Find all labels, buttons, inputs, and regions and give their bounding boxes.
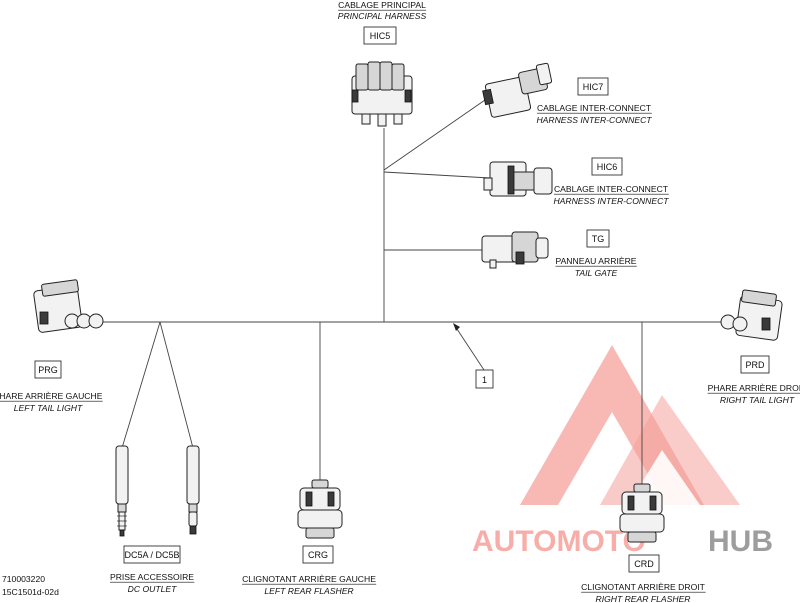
prg-code: PRG (38, 365, 58, 375)
watermark: AUTOMOTO HUB (472, 345, 773, 558)
hic5-label-en: PRINCIPAL HARNESS (338, 11, 427, 21)
dc5-code: DC5A / DC5B (124, 550, 179, 560)
hic6-plug-icon (483, 161, 553, 197)
callout-1: 1 (475, 369, 494, 389)
tg-label-fr: PANNEAU ARRIÈRE (555, 256, 636, 266)
connector-prd: PRD PHARE ARRIÈRE DROIT RIGHT TAIL LIGHT (707, 289, 800, 405)
prd-label-en: RIGHT TAIL LIGHT (720, 395, 795, 405)
tg-label-en: TAIL GATE (575, 268, 618, 278)
harness-wires (100, 99, 722, 485)
hic7-label-en: HARNESS INTER-CONNECT (536, 115, 652, 125)
crd-label-fr: CLIGNOTANT ARRIÈRE DROIT (581, 582, 706, 592)
hic6-code-box (591, 157, 623, 176)
prg-label-fr: PHARE ARRIÈRE GAUCHE (0, 391, 103, 401)
hic6-code: HIC6 (597, 162, 618, 172)
dc5a-terminal-icon (115, 445, 129, 537)
watermark-text-hub: HUB (708, 525, 773, 558)
tg-plug-icon (481, 231, 549, 269)
hic5-label-fr: CABLAGE PRINCIPAL (338, 0, 426, 10)
hic7-label-fr: CABLAGE INTER-CONNECT (537, 103, 652, 113)
branch-wire-hic7 (383, 99, 486, 171)
hic5-code-box (363, 26, 397, 45)
connector-hic6: HIC6 CABLAGE INTER-CONNECT HARNESS INTER… (483, 157, 669, 206)
prg-plug-icon (33, 279, 104, 333)
connector-prg: PRG PHARE ARRIÈRE GAUCHE LEFT TAIL LIGHT (0, 279, 104, 413)
connector-tg: TG PANNEAU ARRIÈRE TAIL GATE (481, 229, 637, 278)
connector-crd: CRD CLIGNOTANT ARRIÈRE DROIT RIGHT REAR … (581, 483, 706, 603)
prd-label-fr: PHARE ARRIÈRE DROIT (708, 383, 800, 393)
crg-plug-icon (297, 479, 343, 539)
hic6-label-fr: CABLAGE INTER-CONNECT (554, 184, 669, 194)
tg-code-box (586, 229, 610, 248)
callout-box (475, 369, 494, 389)
hic6-label-en: HARNESS INTER-CONNECT (553, 196, 669, 206)
prd-plug-icon (720, 289, 783, 341)
dc5-label-en: DC OUTLET (128, 584, 177, 594)
footer: 710003220 15C1501d-02d (2, 574, 59, 597)
watermark-logo-icon (520, 345, 740, 505)
prd-code: PRD (745, 360, 765, 370)
callout-arrowhead-icon (453, 323, 460, 331)
crd-plug-icon (619, 483, 665, 543)
crd-label-en: RIGHT REAR FLASHER (595, 594, 690, 603)
hic5-code: HIC5 (370, 31, 391, 41)
watermark-text-main: AUTOMOTO (472, 525, 646, 558)
drawing-code: 15C1501d-02d (2, 587, 59, 597)
connector-crg: CRG CLIGNOTANT ARRIÈRE GAUCHE LEFT REAR … (242, 479, 377, 596)
branch-wire-dc5a (121, 321, 161, 449)
hic5-plug-icon (351, 61, 413, 127)
dc5-code-box (123, 545, 181, 564)
prg-code-box (34, 360, 62, 379)
tg-code: TG (592, 234, 605, 244)
crg-code: CRG (308, 550, 328, 560)
connector-hic7: HIC7 CABLAGE INTER-CONNECT HARNESS INTER… (482, 62, 652, 125)
part-number: 710003220 (2, 574, 45, 584)
connector-dc5: DC5A / DC5B PRISE ACCESSOIRE DC OUTLET (109, 445, 200, 594)
dc5b-terminal-icon (186, 445, 200, 535)
connector-hic5: CABLAGE PRINCIPAL PRINCIPAL HARNESS HIC5 (338, 0, 427, 127)
branch-wire-hic6 (383, 171, 491, 179)
crd-code: CRD (634, 559, 654, 569)
branch-wire-dc5b (159, 321, 194, 449)
hic7-plug-icon (482, 62, 553, 118)
hic7-code: HIC7 (583, 82, 604, 92)
crg-label-fr: CLIGNOTANT ARRIÈRE GAUCHE (242, 574, 376, 584)
crd-code-box (628, 554, 660, 573)
dc5-label-fr: PRISE ACCESSOIRE (110, 572, 194, 582)
crg-code-box (302, 545, 334, 564)
callout-number: 1 (482, 375, 487, 385)
hic7-code-box (577, 77, 609, 96)
callout-leader (454, 325, 485, 371)
prg-label-en: LEFT TAIL LIGHT (14, 403, 83, 413)
prd-code-box (740, 355, 770, 374)
crg-label-en: LEFT REAR FLASHER (264, 586, 353, 596)
